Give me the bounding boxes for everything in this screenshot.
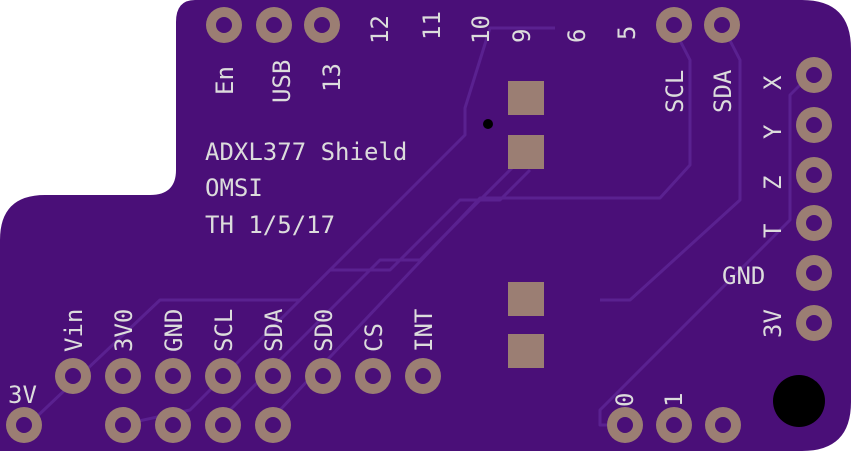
smd-pads xyxy=(508,81,544,368)
pad xyxy=(155,358,191,394)
label-sda-left: SDA xyxy=(260,308,288,352)
label-gnd-right: GND xyxy=(722,262,765,290)
pad xyxy=(796,107,832,143)
label-scl-left: SCL xyxy=(210,309,238,352)
trace-x xyxy=(598,73,812,427)
pad xyxy=(255,407,291,443)
pad xyxy=(796,305,832,341)
pad xyxy=(405,358,441,394)
label-gnd-left: GND xyxy=(160,309,188,352)
board-org: OMSI xyxy=(205,174,263,202)
pad xyxy=(796,205,832,241)
label-3v-right: 3V xyxy=(759,309,787,338)
top-header-labels: En USB 13 12 11 10 9 6 5 SCL SDA xyxy=(211,11,737,113)
pad xyxy=(256,7,292,43)
right-header-labels: X Y Z T GND 3V xyxy=(722,75,787,338)
pad xyxy=(304,7,340,43)
pad xyxy=(656,7,692,43)
pad xyxy=(206,7,242,43)
trace-9 xyxy=(26,26,555,427)
left-header-labels: Vin 3V0 GND SCL SDA SD0 CS INT xyxy=(60,308,438,352)
label-sda-top: SDA xyxy=(709,69,737,113)
label-sd0: SD0 xyxy=(310,309,338,352)
label-0: 0 xyxy=(611,393,639,407)
label-usb: USB xyxy=(268,60,296,103)
label-t: T xyxy=(759,224,787,238)
pad xyxy=(255,358,291,394)
label-vin: Vin xyxy=(60,309,88,352)
pad xyxy=(796,157,832,193)
label-6: 6 xyxy=(563,29,591,43)
silkscreen-title: ADXL377 Shield OMSI TH 1/5/17 xyxy=(205,138,407,239)
pad xyxy=(205,407,241,443)
board-rev: TH 1/5/17 xyxy=(205,211,335,239)
label-x: X xyxy=(759,75,787,90)
pad xyxy=(105,358,141,394)
trace-sda xyxy=(600,24,742,302)
label-z: Z xyxy=(759,176,787,190)
board-title: ADXL377 Shield xyxy=(205,138,407,166)
through-hole-pads xyxy=(6,7,832,443)
smd-pad xyxy=(508,334,544,368)
trace-diagonal-lower xyxy=(119,168,532,427)
pad xyxy=(704,7,740,43)
label-int: INT xyxy=(410,309,438,352)
pad xyxy=(656,407,692,443)
label-scl-top: SCL xyxy=(661,70,689,113)
mounting-hole xyxy=(773,375,825,427)
pad xyxy=(607,407,643,443)
label-1: 1 xyxy=(660,393,688,407)
label-9: 9 xyxy=(508,29,536,43)
label-13: 13 xyxy=(318,63,346,92)
label-3v-corner: 3V xyxy=(8,381,37,409)
pad xyxy=(796,57,832,93)
label-11: 11 xyxy=(418,11,446,40)
smd-pad xyxy=(508,135,544,169)
smd-pad xyxy=(508,81,544,115)
pad xyxy=(305,358,341,394)
pad xyxy=(355,358,391,394)
label-3v0: 3V0 xyxy=(110,309,138,352)
pad xyxy=(6,407,42,443)
label-10: 10 xyxy=(467,15,495,44)
label-5: 5 xyxy=(613,26,641,40)
pad xyxy=(105,407,141,443)
pad xyxy=(705,407,741,443)
pad xyxy=(55,358,91,394)
pad xyxy=(155,407,191,443)
pad xyxy=(205,358,241,394)
via xyxy=(483,119,493,129)
label-12: 12 xyxy=(366,15,394,44)
label-y: Y xyxy=(759,124,787,139)
pad xyxy=(796,255,832,291)
label-cs: CS xyxy=(360,323,388,352)
smd-pad xyxy=(508,282,544,316)
label-en: En xyxy=(211,66,239,95)
